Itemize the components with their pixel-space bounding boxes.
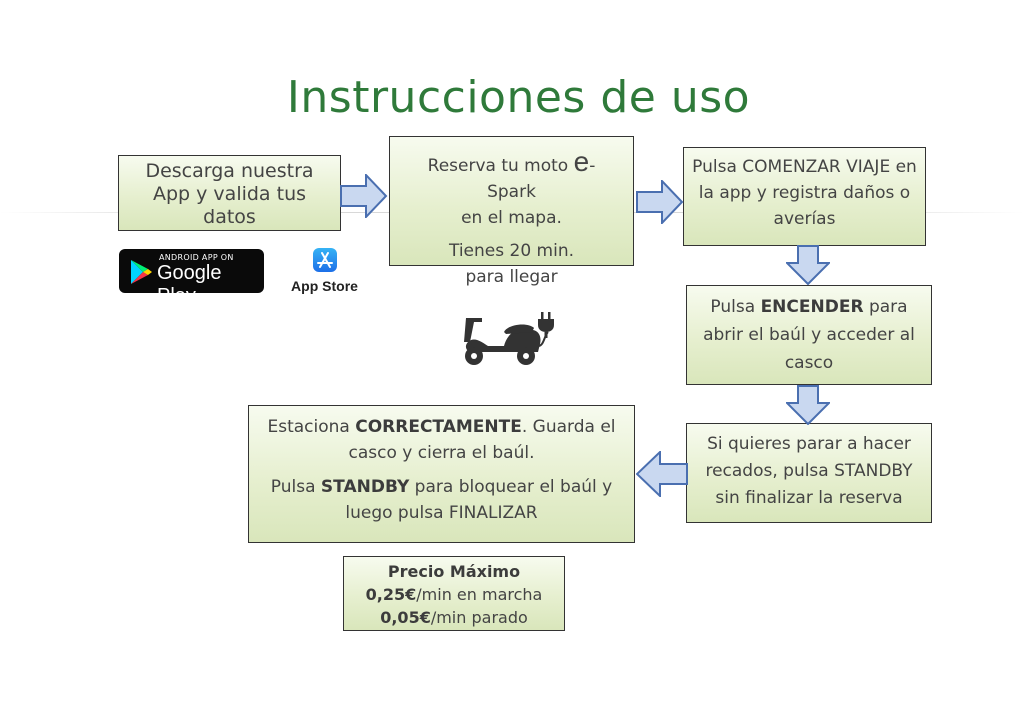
step-1-text: Descarga nuestra App y valida tus datos [145,160,314,228]
step-3-box: Pulsa COMENZAR VIAJE en la app y registr… [683,147,926,246]
arrow-down-icon [786,385,830,425]
standby-label: STANDBY [320,477,410,497]
step-5-box: Si quieres parar a hacer recados, pulsa … [686,423,932,523]
arrow-down-icon [786,245,830,285]
step-2-line1: Reserva tu moto e-Spark [427,146,596,203]
app-store-icon[interactable] [313,248,337,272]
step-1-box: Descarga nuestra App y valida tus datos [118,155,341,231]
price-line-1: 0,25€/min en marcha [365,585,543,604]
step-2-box: Reserva tu moto e-Spark en el mapa. Tien… [389,136,634,287]
arrow-left-icon [636,451,688,497]
arrow-right-icon [340,174,388,218]
step-3-text: Pulsa COMENZAR VIAJE en la app y registr… [692,157,917,229]
play-store-icon [131,260,152,284]
google-play-badge[interactable]: ANDROID APP ON Google Play [119,249,264,307]
price-heading: Precio Máximo [387,562,521,581]
step-2-line3: Tienes 20 min. para llegar [448,241,575,287]
encender-label: ENCENDER [760,297,864,317]
step-2-line2: en el mapa. [461,208,562,228]
step-6-para-1: Estaciona CORRECTAMENTE. Guarda el casco… [267,417,616,463]
page-title: Instrucciones de uso [286,72,751,123]
price-line-2: 0,05€/min parado [380,608,528,627]
plug-icon [538,312,554,338]
brand-e: e [573,146,590,177]
arrow-right-icon [636,180,684,224]
step-4-text: Pulsa ENCENDER para abrir el baúl y acce… [703,297,915,373]
step-6-box: Estaciona CORRECTAMENTE. Guarda el casco… [248,405,635,543]
price-box: Precio Máximo 0,25€/min en marcha 0,05€/… [343,556,565,631]
scooter-icon [464,318,549,365]
step-5-text: Si quieres parar a hacer recados, pulsa … [705,434,913,508]
google-play-small-text: ANDROID APP ON [159,253,234,262]
step-4-box: Pulsa ENCENDER para abrir el baúl y acce… [686,285,932,385]
app-store-label[interactable]: App Store [291,278,358,294]
step-6-para-2: Pulsa STANDBY para bloquear el baúl y lu… [270,477,613,523]
google-play-text: Google Play [157,262,222,307]
correctamente-label: CORRECTAMENTE [355,417,522,437]
